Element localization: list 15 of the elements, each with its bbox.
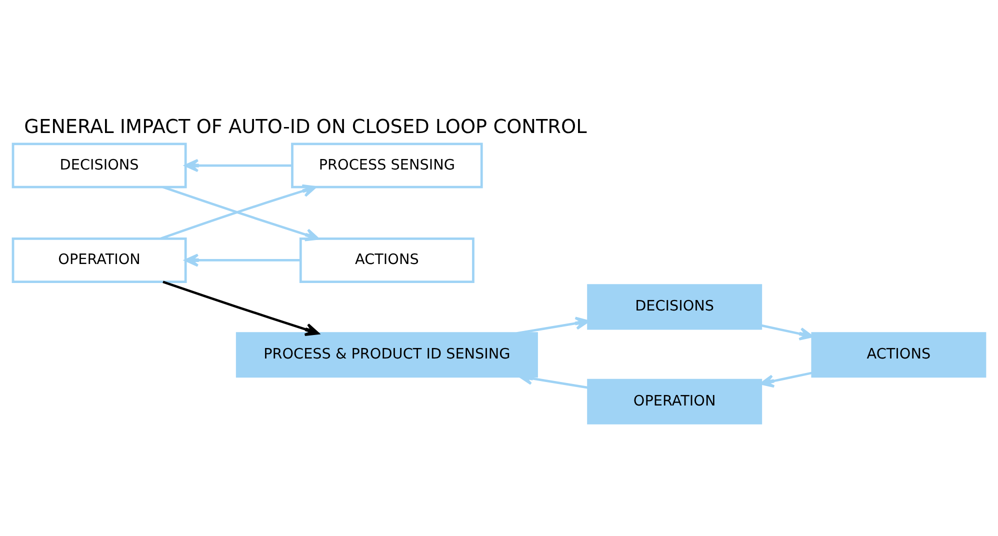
node-box: DECISIONS xyxy=(587,284,762,330)
arrow xyxy=(184,158,292,172)
node-box: OPERATION xyxy=(12,237,187,283)
arrow xyxy=(760,324,814,340)
node-box: PROCESS & PRODUCT ID SENSING xyxy=(236,332,538,378)
node-box: ACTIONS xyxy=(299,237,474,283)
arrow xyxy=(184,254,300,267)
node-box: ACTIONS xyxy=(811,332,986,378)
arrow xyxy=(760,372,812,388)
arrow xyxy=(516,316,590,334)
diagram-title: GENERAL IMPACT OF AUTO-ID ON CLOSED LOOP CONTROL xyxy=(24,114,587,138)
node-box: OPERATION xyxy=(587,378,762,424)
arrow xyxy=(162,280,320,336)
node-box: PROCESS SENSING xyxy=(291,142,483,188)
node-box: DECISIONS xyxy=(12,142,187,188)
